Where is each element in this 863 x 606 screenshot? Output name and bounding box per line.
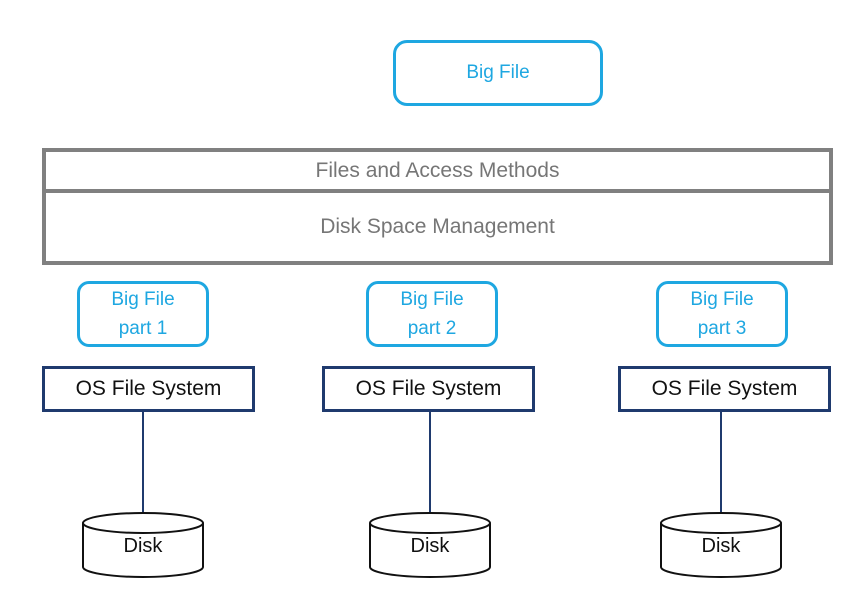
part-3-line1: Big File	[690, 289, 754, 310]
os-file-system-1-label: OS File System	[75, 377, 222, 400]
connector-1	[142, 412, 144, 513]
connector-2	[429, 412, 431, 513]
part-1-line1: Big File	[111, 289, 175, 310]
disk-label-3: Disk	[701, 535, 741, 557]
layer-files-access-methods-label: Files and Access Methods	[315, 158, 560, 182]
os-file-system-3-label: OS File System	[651, 377, 798, 400]
os-file-system-2: OS File System	[322, 366, 535, 412]
layer-disk-space-management: Disk Space Management	[42, 189, 833, 265]
big-file-label: Big File	[466, 62, 530, 83]
big-file-part-1: Big File part 1	[77, 281, 209, 347]
part-2-line2: part 2	[407, 318, 457, 339]
os-file-system-3: OS File System	[618, 366, 831, 412]
layer-files-access-methods: Files and Access Methods	[42, 148, 833, 193]
big-file-part-2: Big File part 2	[366, 281, 498, 347]
part-3-line2: part 3	[697, 318, 747, 339]
disk-icon-1	[82, 512, 204, 578]
connector-3	[720, 412, 722, 513]
part-2-line1: Big File	[400, 289, 464, 310]
disk-label-2: Disk	[410, 535, 450, 557]
disk-icon-2	[369, 512, 491, 578]
os-file-system-2-label: OS File System	[355, 377, 502, 400]
big-file-part-3: Big File part 3	[656, 281, 788, 347]
disk-icon-3	[660, 512, 782, 578]
os-file-system-1: OS File System	[42, 366, 255, 412]
part-1-line2: part 1	[118, 318, 168, 339]
disk-label-1: Disk	[123, 535, 163, 557]
big-file-box: Big File	[393, 40, 603, 106]
layer-disk-space-management-label: Disk Space Management	[320, 215, 555, 238]
